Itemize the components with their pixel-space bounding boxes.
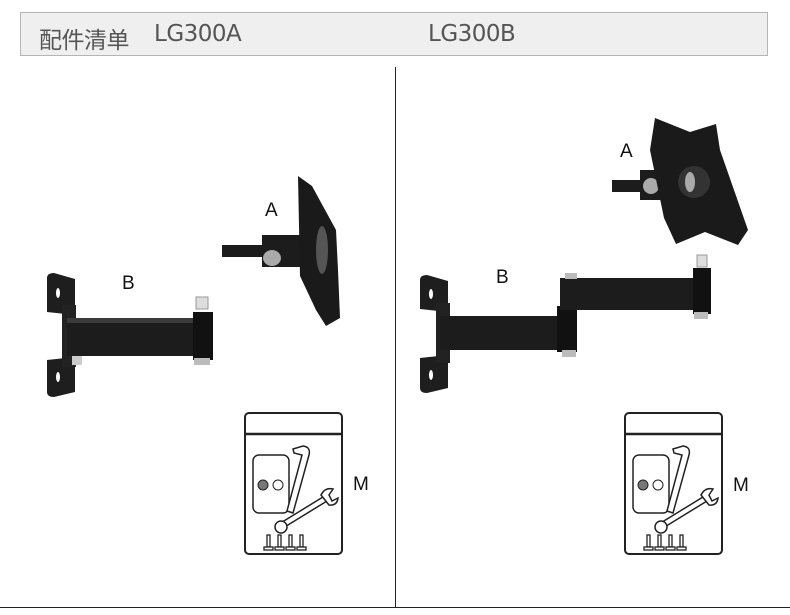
header-bar: 配件清单 LG300A LG300B [20,12,768,56]
right-hardware-bag-m [625,413,722,554]
right-label-a: A [620,141,633,162]
right-vesa-head-a [612,118,748,245]
parts-list-title: 配件清单 [39,28,130,54]
left-label-a: A [265,200,278,221]
left-arm [67,296,213,365]
left-label-b: B [122,273,135,294]
model-b-title: LG300B [428,21,516,47]
right-label-b: B [496,267,509,288]
bottom-rule [0,607,790,608]
right-arm [440,254,711,357]
left-vesa-head-a [222,176,340,326]
model-a-title: LG300A [154,21,242,47]
left-hardware-bag-m [245,413,342,554]
panel-divider [395,67,396,608]
right-label-m: M [733,475,749,496]
left-label-m: M [353,474,369,495]
